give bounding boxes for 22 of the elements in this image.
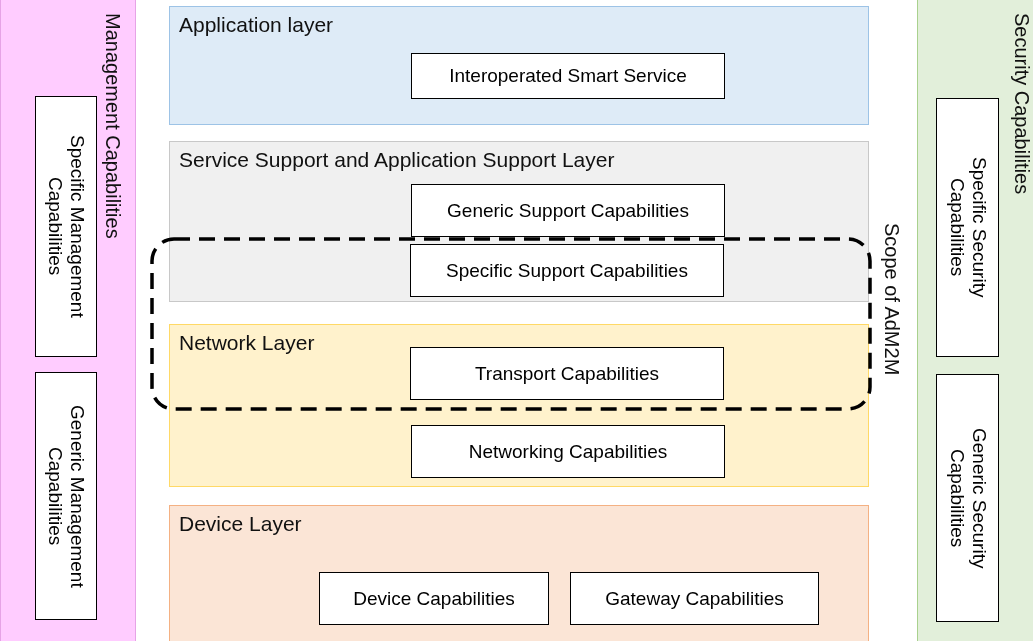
capability-box: Specific Support Capabilities xyxy=(410,244,724,297)
layer-title: Service Support and Application Support Layer xyxy=(179,148,615,172)
capability-box: Interoperated Smart Service xyxy=(411,53,725,99)
capability-box: Networking Capabilities xyxy=(411,425,725,478)
layer-panel xyxy=(169,6,869,125)
layer-title: Device Layer xyxy=(179,512,302,536)
layer-panel xyxy=(169,505,869,641)
capability-box: Transport Capabilities xyxy=(410,347,724,400)
capability-box: Gateway Capabilities xyxy=(570,572,819,625)
layer-title: Application layer xyxy=(179,13,334,37)
capability-box: Specific Security Capabilities xyxy=(936,98,999,357)
side-panel xyxy=(917,0,1033,641)
side-panel xyxy=(0,0,136,641)
capability-box: Generic Support Capabilities xyxy=(411,184,725,237)
capability-box: Generic Management Capabilities xyxy=(35,372,97,620)
capability-box: Specific Management Capabilities xyxy=(35,96,97,357)
capability-box: Generic Security Capabilities xyxy=(936,374,999,622)
panel-title: Management Capabilities xyxy=(101,13,124,239)
layer-title: Network Layer xyxy=(179,331,315,355)
panel-title: Security Capabilities xyxy=(1010,13,1033,195)
scope-label: Scope of AdM2M xyxy=(880,223,903,376)
capability-box: Device Capabilities xyxy=(319,572,549,625)
